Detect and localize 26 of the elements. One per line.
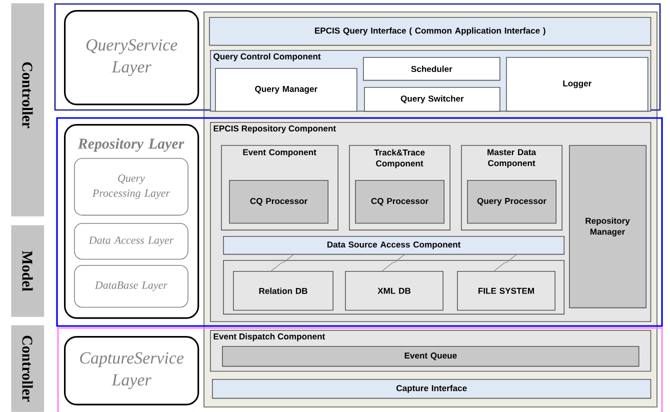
connector-line [382,254,405,272]
connector-line [270,254,294,272]
sublayer-box: Data Access Layer [74,223,188,260]
interface-bar: Capture Interface [212,379,652,399]
module-box: Query Switcher [364,87,500,112]
processor-box: CQ Processor [355,180,444,224]
sublayer-box: DataBase Layer [74,265,188,308]
module-box: Query Manager [215,68,358,112]
manager-box: Repository Manager [569,145,647,308]
interface-bar: EPCIS Query Interface ( Common Application Interface ) [209,17,652,46]
database-box: Relation DB [233,271,334,311]
database-box: XML DB [345,271,444,311]
processor-box: CQ Processor [229,180,328,224]
queue-bar: Event Queue [222,346,640,367]
connector-line [494,254,517,272]
sublayer-box: Query Processing Layer [74,158,188,216]
layer-box: CaptureService Layer [64,336,200,406]
side-band: Controller [11,325,44,412]
processor-box: Query Processor [467,180,556,224]
database-box: FILE SYSTEM [457,271,556,311]
layer-box: QueryService Layer [64,10,200,106]
module-box: Logger [506,57,648,112]
side-band: Controller [11,3,44,216]
access-bar: Data Source Access Component [223,236,565,255]
module-box: Scheduler [363,57,500,81]
side-band: Model [11,225,44,317]
